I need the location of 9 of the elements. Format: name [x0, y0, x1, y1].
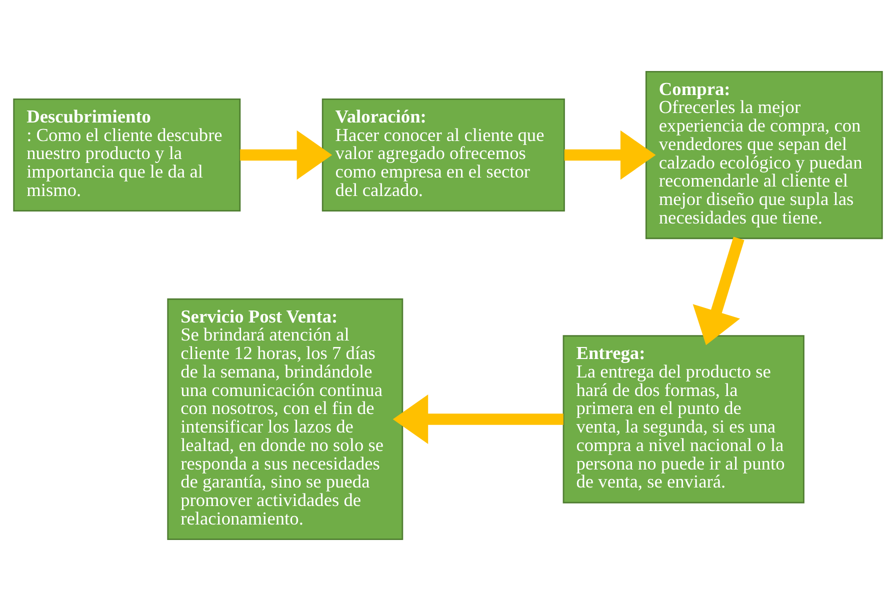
node-box: Entrega: La entrega del producto se hará de dos formas, la primera en el punto de venta, la segunda, si es una compra a nivel nacional o la persona no puede ir al punto de venta, se enviará.	[562, 335, 804, 504]
node-box: Compra: Ofrecerles la mejor experiencia de compra, con vendedores que sepan del calzado ecológico y puedan recomendarle al cliente el mejor diseño que supla las necesidades que tiene.	[645, 70, 883, 240]
node-box: Servicio Post Venta: Se brindará atención al cliente 12 horas, los 7 días de la semana, brindándole una comunicación continua con nosotros, con el fin de intensificar los lazos de lealtad, en donde no solo se responda a sus necesidades de garantía, sino se pueda promover actividades de relacionamiento.	[167, 298, 404, 540]
arrow	[240, 130, 332, 180]
arrow	[692, 236, 744, 346]
node-box: Valoración: Hacer conocer al cliente que valor agregado ofrecemos como empresa en el sector del calzado.	[322, 98, 565, 212]
arrow	[564, 130, 656, 180]
arrow	[392, 394, 564, 444]
node-box: Descubrimiento : Como el cliente descubre nuestro producto y la importancia que le da al mismo.	[13, 98, 241, 212]
